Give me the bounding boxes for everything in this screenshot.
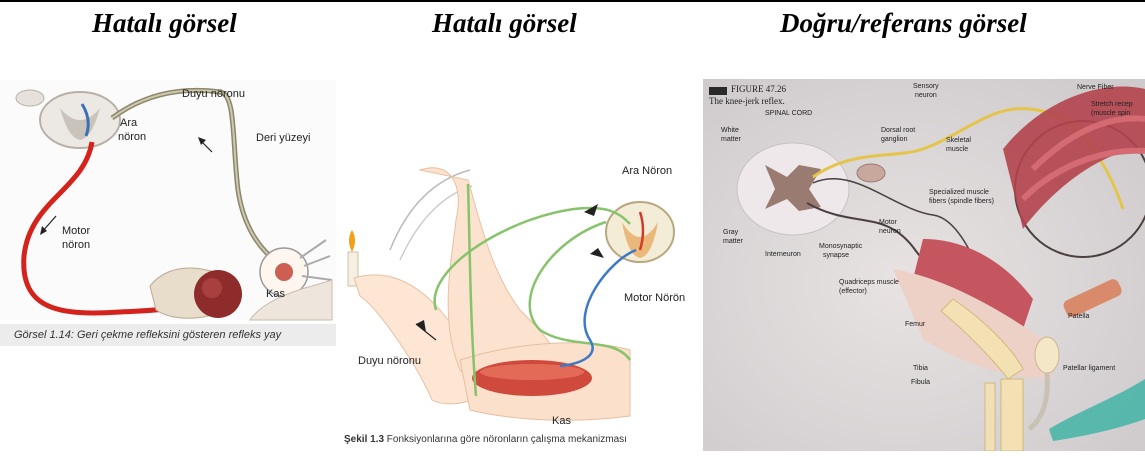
label-kas: Kas — [552, 415, 571, 427]
label-dorsal-root: Dorsal root — [881, 127, 915, 134]
label-synapse: synapse — [823, 252, 849, 259]
panel-neuron-mechanism: Ara Nöron Motor Nörön Duyu nöronu Kas Şe… — [340, 160, 690, 456]
label-sensory: Sensory — [913, 83, 939, 90]
fibula-bone — [985, 383, 995, 451]
label-effector: (effector) — [839, 288, 867, 295]
tibia-bone — [1001, 379, 1023, 451]
label-patella: Patella — [1068, 313, 1089, 320]
caption-sekil-1-3-rest: Fonksiyonlarına göre nöronların çalışma … — [384, 434, 627, 445]
label-motor-noron: Motor Nörön — [624, 292, 685, 304]
withdrawal-reflex-illustration — [0, 80, 336, 370]
label-deri-yuzeyi: Deri yüzeyi — [256, 132, 310, 144]
label-kas: Kas — [266, 288, 285, 300]
label-skeletal: Skeletal — [946, 137, 971, 144]
label-duyu-noronu: Duyu nöronu — [182, 88, 245, 100]
label-motor: Motor — [879, 219, 897, 226]
neuron-mechanism-illustration — [340, 160, 690, 456]
knee-jerk-illustration — [703, 79, 1145, 451]
label-tibia: Tibia — [913, 365, 928, 372]
caption-gorsel-1-14: Görsel 1.14: Geri çekme refleksini göste… — [14, 329, 281, 341]
label-ganglion: ganglion — [881, 136, 907, 143]
label-duyu-noronu: Duyu nöronu — [358, 355, 421, 367]
label-white: White — [721, 127, 739, 134]
label-ara-noron: Ara Nöron — [622, 165, 672, 177]
figure-number: FIGURE 47.26 — [731, 84, 786, 94]
label-spindle-fibers: fibers (spindle fibers) — [929, 198, 994, 205]
label-gray-matter: matter — [723, 238, 743, 245]
label-femur: Femur — [905, 321, 925, 328]
label-specialized-muscle: Specialized muscle — [929, 189, 989, 196]
label-patellar-ligament: Patellar ligament — [1063, 365, 1115, 372]
label-spinal-cord: SPINAL CORD — [765, 110, 812, 117]
label-fibula: Fibula — [911, 379, 930, 386]
label-muscle-spindle: (muscle spin — [1091, 110, 1130, 117]
label-motor: Motor — [62, 225, 90, 237]
label-motor-neuron: neuron — [879, 228, 901, 235]
figure-title: The knee-jerk reflex. — [709, 96, 785, 106]
label-nerve-fiber: Nerve Fiber — [1077, 84, 1114, 91]
label-sensory-neuron: neuron — [915, 92, 937, 99]
heading-left: Hatalı görsel — [92, 8, 237, 39]
label-gray: Gray — [723, 229, 738, 236]
label-quadriceps: Quadriceps muscle — [839, 279, 899, 286]
label-motor-noron: nöron — [62, 239, 90, 251]
label-ara: Ara — [120, 117, 137, 129]
top-divider-line — [0, 0, 1145, 2]
caption-sekil-1-3: Şekil 1.3 Fonksiyonlarına göre nöronları… — [344, 434, 627, 445]
caption-sekil-1-3-bold: Şekil 1.3 — [344, 434, 384, 445]
label-skeletal-muscle: muscle — [946, 146, 968, 153]
label-white-matter: matter — [721, 136, 741, 143]
panel-withdrawal-reflex: Duyu nöronu Ara nöron Deri yüzeyi Motor … — [0, 80, 336, 370]
label-monosynaptic: Monosynaptic — [819, 243, 862, 250]
label-noron: nöron — [118, 131, 146, 143]
label-interneuron: Interneuron — [765, 251, 801, 258]
heading-right: Doğru/referans görsel — [780, 8, 1027, 39]
patella — [1035, 337, 1059, 373]
dorsal-root-ganglion — [857, 164, 885, 182]
label-stretch-receptor: Stretch recep — [1091, 101, 1133, 108]
heading-middle: Hatalı görsel — [432, 8, 577, 39]
panel-knee-jerk-reference: FIGURE 47.26 The knee-jerk reflex. SPINA… — [703, 79, 1145, 451]
